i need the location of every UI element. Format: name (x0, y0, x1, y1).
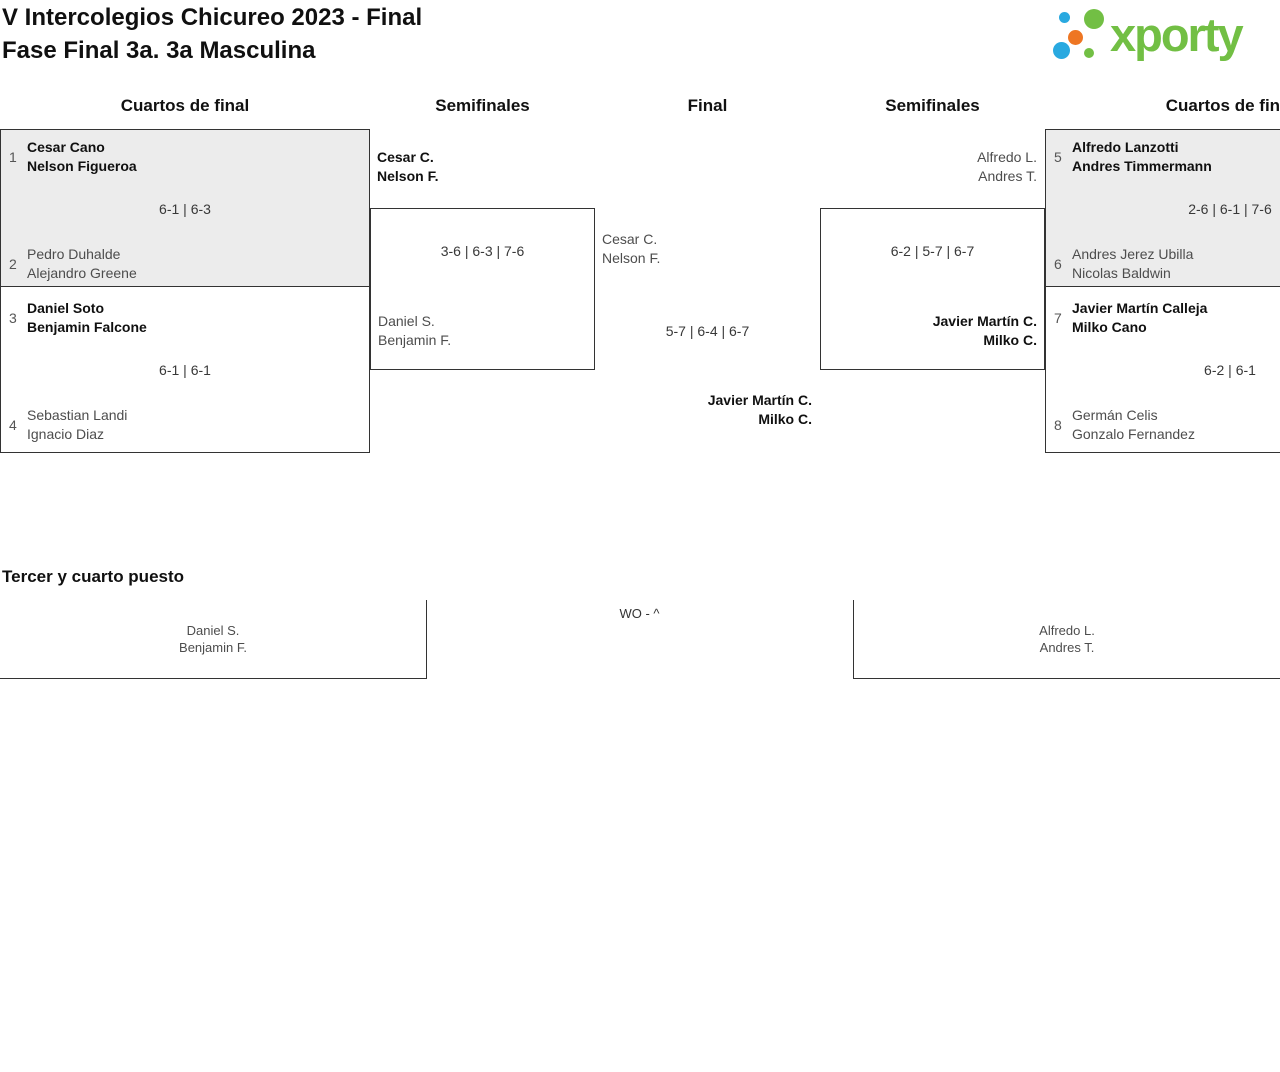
round-header-quarterfinals-right: Cuartos de final (1165, 96, 1280, 115)
player-name: Javier Martín C. (932, 313, 1037, 329)
tournament-title: V Intercolegios Chicureo 2023 - Final (2, 4, 423, 31)
player-name: Benjamin F. (179, 640, 247, 655)
player-name: Benjamin F. (378, 332, 452, 348)
player-name: Alfredo Lanzotti (1072, 139, 1179, 155)
player-name: Andres T. (978, 168, 1037, 184)
player-name: Alfredo L. (1039, 623, 1095, 638)
seed-number: 4 (9, 417, 17, 433)
logo-dot-blue-large (1053, 42, 1070, 59)
player-name: Nelson Figueroa (27, 158, 137, 174)
third-place-left-slot[interactable]: Daniel S. Benjamin F. (0, 600, 427, 679)
match-score: 6-2 | 6-1 (1204, 362, 1256, 378)
team-names: Andres Jerez Ubilla Nicolas Baldwin (1069, 245, 1193, 283)
player-name: Daniel Soto (27, 300, 105, 316)
final-top-team: Cesar C. Nelson F. (602, 230, 660, 268)
third-place-heading: Tercer y cuarto puesto (2, 567, 185, 586)
player-name: Alejandro Greene (27, 265, 137, 281)
match-score: 6-1 | 6-1 (159, 362, 211, 378)
seed-number: 7 (1054, 310, 1062, 326)
round-header-final: Final (687, 96, 728, 115)
player-name: Cesar Cano (27, 139, 105, 155)
seed-number: 5 (1054, 149, 1062, 165)
player-name: Javier Martín Calleja (1072, 300, 1208, 316)
player-name: Milko Cano (1072, 319, 1147, 335)
team-names: Pedro Duhalde Alejandro Greene (24, 245, 137, 283)
player-name: Germán Celis (1072, 407, 1158, 423)
match-score: 6-2 | 5-7 | 6-7 (890, 243, 975, 259)
player-name: Andres T. (1039, 640, 1095, 655)
xporty-logo-mark-icon (1046, 2, 1110, 68)
player-name: Benjamin Falcone (27, 319, 147, 335)
player-name: Nelson F. (602, 250, 661, 266)
player-name: Ignacio Diaz (27, 426, 105, 442)
match-quarterfinal-2[interactable]: 3 Daniel Soto Benjamin Falcone 6-1 | 6-1… (0, 286, 370, 453)
player-name: Alfredo L. (977, 149, 1037, 165)
seed-number: 1 (9, 149, 17, 165)
player-name: Javier Martín C. (707, 392, 812, 408)
round-header-semifinals-left: Semifinales (435, 96, 530, 115)
semifinal-left-bottom-team: Daniel S. Benjamin F. (378, 312, 451, 350)
seed-number: 6 (1054, 256, 1062, 272)
team-names: Daniel Soto Benjamin Falcone (24, 299, 147, 337)
match-quarterfinal-1[interactable]: 1 Cesar Cano Nelson Figueroa 6-1 | 6-3 2… (0, 129, 370, 287)
final-bottom-team: Javier Martín C. Milko C. (595, 391, 812, 429)
player-name: Sebastian Landi (27, 407, 128, 423)
page-title: V Intercolegios Chicureo 2023 - Final Fa… (2, 1, 422, 67)
player-name: Andres Timmermann (1072, 158, 1212, 174)
match-score: 2-6 | 6-1 | 7-6 (1188, 201, 1272, 217)
semifinal-right-bottom-team: Javier Martín C. Milko C. (821, 312, 1037, 350)
team-names: Javier Martín Calleja Milko Cano (1069, 299, 1207, 337)
player-name: Andres Jerez Ubilla (1072, 246, 1194, 262)
logo-dot-blue-small (1059, 12, 1070, 23)
round-header-semifinals-right: Semifinales (885, 96, 980, 115)
player-name: Nelson F. (377, 168, 439, 184)
third-place-score: WO - ^ (619, 606, 660, 621)
player-name: Daniel S. (186, 623, 240, 638)
logo-dot-orange (1068, 30, 1083, 45)
seed-number: 2 (9, 256, 17, 272)
round-header-quarterfinals-left: Cuartos de final (120, 96, 250, 115)
xporty-logo[interactable]: xporty (1046, 2, 1244, 68)
match-semifinal-left[interactable]: 3-6 | 6-3 | 7-6 Daniel S. Benjamin F. (370, 208, 595, 370)
match-score: 3-6 | 6-3 | 7-6 (440, 243, 525, 259)
team-names: Sebastian Landi Ignacio Diaz (24, 406, 127, 444)
match-quarterfinal-3[interactable]: 5 Alfredo Lanzotti Andres Timmermann 2-6… (1045, 129, 1280, 287)
team-names: Germán Celis Gonzalo Fernandez (1069, 406, 1195, 444)
semifinal-left-top-team: Cesar C. Nelson F. (377, 148, 438, 186)
player-name: Daniel S. (378, 313, 435, 329)
seed-number: 3 (9, 310, 17, 326)
player-name: Gonzalo Fernandez (1072, 426, 1195, 442)
logo-wordmark: xporty (1110, 8, 1244, 61)
third-place-right-slot[interactable]: Alfredo L. Andres T. (853, 600, 1280, 679)
seed-number: 8 (1054, 417, 1062, 433)
player-name: Milko C. (758, 411, 812, 427)
third-place-right-team: Alfredo L. Andres T. (854, 622, 1280, 656)
phase-subtitle: Fase Final 3a. 3a Masculina (2, 37, 316, 64)
player-name: Nicolas Baldwin (1072, 265, 1171, 281)
match-semifinal-right[interactable]: 6-2 | 5-7 | 6-7 Javier Martín C. Milko C… (820, 208, 1045, 370)
team-names: Alfredo Lanzotti Andres Timmermann (1069, 138, 1212, 176)
player-name: Cesar C. (602, 231, 658, 247)
match-quarterfinal-4[interactable]: 7 Javier Martín Calleja Milko Cano 6-2 |… (1045, 286, 1280, 453)
logo-dot-green-large (1084, 9, 1104, 29)
final-score: 5-7 | 6-4 | 6-7 (665, 323, 750, 339)
match-score: 6-1 | 6-3 (159, 201, 211, 217)
player-name: Milko C. (983, 332, 1037, 348)
semifinal-right-top-team: Alfredo L. Andres T. (825, 148, 1037, 186)
player-name: Cesar C. (377, 149, 434, 165)
third-place-left-team: Daniel S. Benjamin F. (0, 622, 426, 656)
team-names: Cesar Cano Nelson Figueroa (24, 138, 137, 176)
logo-dot-green-small (1084, 48, 1094, 58)
player-name: Pedro Duhalde (27, 246, 121, 262)
